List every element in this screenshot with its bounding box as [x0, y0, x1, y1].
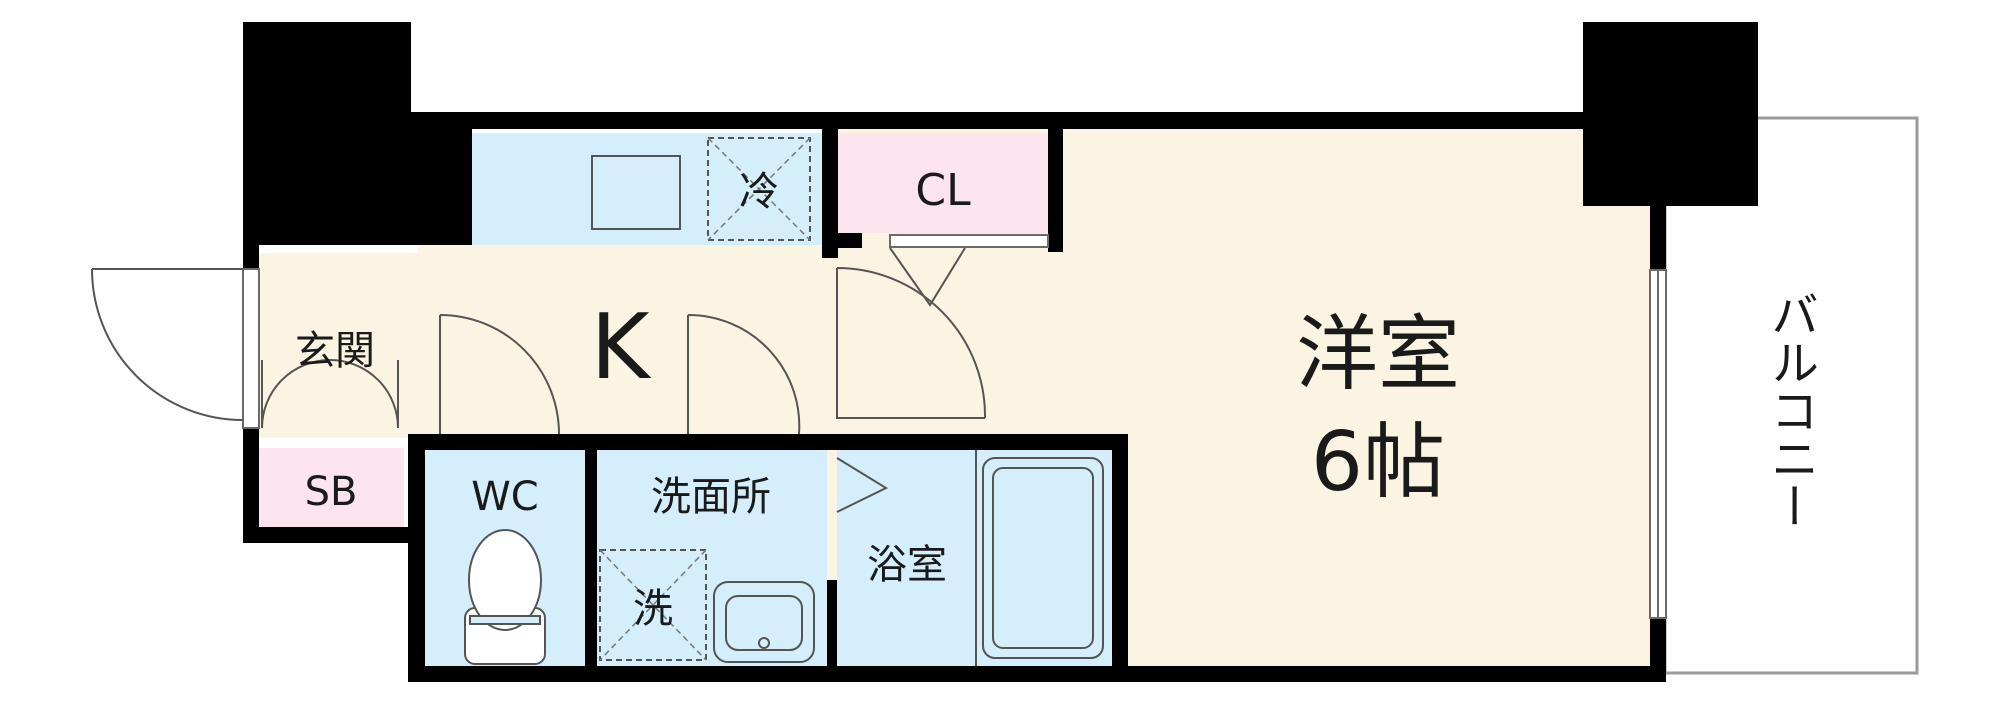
wash-basin — [713, 581, 815, 663]
wall-right-bottom — [1650, 618, 1666, 682]
kitchen-floor — [418, 245, 822, 438]
closet-door-fold — [889, 247, 966, 307]
wall-closet-right — [1048, 112, 1063, 252]
labels: 冷 CL 玄関 K 洋室 6帖 バルコニー SB WC 洗面所 洗 浴室 — [295, 165, 1818, 632]
column-top-right — [1583, 22, 1758, 206]
toilet-fixture — [464, 529, 546, 665]
toilet-door-swing — [439, 314, 560, 435]
western-room-label-2: 6帖 — [1311, 415, 1445, 510]
entrance-label: 玄関 — [295, 328, 375, 374]
washer-label: 洗 — [633, 586, 673, 632]
door-swings — [91, 247, 987, 513]
closet-label: CL — [915, 165, 971, 216]
entry-door-swing — [91, 268, 244, 421]
entry-door-jamb — [242, 268, 260, 429]
kitchen-sink — [591, 155, 681, 230]
closet-floor — [837, 133, 1049, 233]
wall-toilet-left — [408, 434, 425, 682]
wall-bottom — [408, 666, 1666, 682]
wall-left-lower — [243, 428, 259, 540]
fridge-label: 冷 — [739, 169, 779, 215]
openings — [242, 234, 1667, 619]
bathtub — [982, 457, 1104, 659]
wall-washroom-bath — [827, 580, 837, 680]
room-door-swing — [836, 267, 987, 419]
closet-door-track — [889, 234, 1049, 248]
bath-door-fold — [836, 457, 889, 513]
entrance-floor — [258, 253, 418, 438]
wall-sb-bottom — [243, 527, 415, 543]
western-room-label-1: 洋室 — [1296, 307, 1460, 402]
kitchen-counter — [472, 133, 702, 245]
wall-toilet-washroom — [585, 434, 597, 682]
washroom-floor — [597, 448, 827, 666]
washroom-door-swing — [687, 313, 801, 435]
fixtures — [464, 137, 1104, 666]
washroom-label: 洗面所 — [651, 474, 771, 520]
wall-right-top — [1650, 200, 1666, 270]
washer-box — [599, 549, 707, 661]
wall-closet-bottom — [822, 233, 862, 248]
kitchen-label: K — [590, 295, 651, 400]
wall-fridge-closet — [822, 112, 838, 258]
shoe-box-door-right — [329, 359, 399, 429]
walls — [243, 22, 1758, 682]
shoe-box-floor — [258, 448, 404, 528]
wall-top — [411, 112, 1586, 129]
shoe-box-door-left — [261, 359, 331, 429]
bathroom-label: 浴室 — [867, 542, 947, 588]
balcony-label: バルコニー — [1762, 290, 1818, 530]
balcony-floor — [1663, 116, 1919, 675]
column-top-left — [243, 22, 411, 245]
toilet-label: WC — [471, 474, 538, 520]
column-step — [411, 112, 472, 245]
shoe-box-label: SB — [305, 469, 358, 515]
wall-wet-top — [408, 434, 1128, 450]
fridge-box — [707, 137, 811, 241]
wall-bath-right — [1112, 434, 1128, 682]
wall-left-stub — [243, 245, 259, 269]
